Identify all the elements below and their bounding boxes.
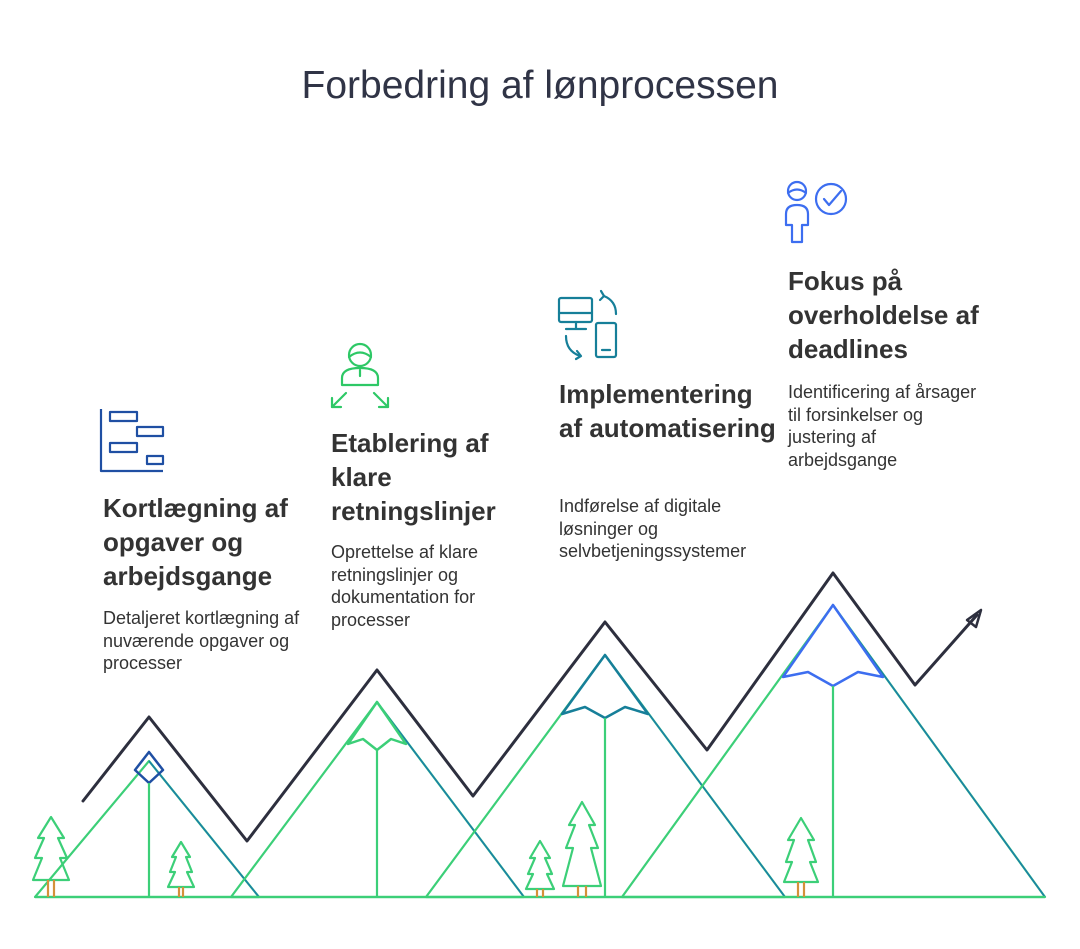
tree-2: [166, 840, 196, 897]
stage-1-description: Detaljeret kortlægning af nuværende opga…: [103, 608, 300, 673]
tree-3: [524, 839, 556, 897]
tree-4: [561, 800, 603, 897]
mountain-2: [229, 700, 526, 899]
tree-1: [31, 815, 71, 897]
stage-3-heading: Implementering af automatisering: [559, 379, 776, 443]
mountain-3: [424, 653, 787, 899]
page-title: Forbedring af lønprocessen: [301, 64, 779, 107]
stage-2-description: Oprettelse af klare retningslinjer og do…: [331, 542, 479, 630]
progress-arrow: [81, 571, 983, 843]
person-directions-icon: [330, 342, 390, 409]
stage-3-description: Indførelse af digitale løsninger og selv…: [559, 496, 747, 561]
tree-5: [782, 816, 820, 897]
mountain-1: [33, 750, 261, 899]
device-sync-icon: [557, 289, 618, 361]
mountain-4: [620, 603, 1047, 899]
stage-4-heading: Fokus på overholdelse af deadlines: [788, 266, 979, 364]
person-check-icon: [784, 180, 848, 244]
stage-4-description: Identificering af årsager til forsinkels…: [788, 382, 977, 470]
stage-1-heading: Kortlægning af opgaver og arbejdsgange: [103, 493, 288, 591]
stage-2-heading: Etablering af klare retningslinjer: [331, 428, 496, 526]
gantt-chart-icon: [99, 409, 165, 473]
